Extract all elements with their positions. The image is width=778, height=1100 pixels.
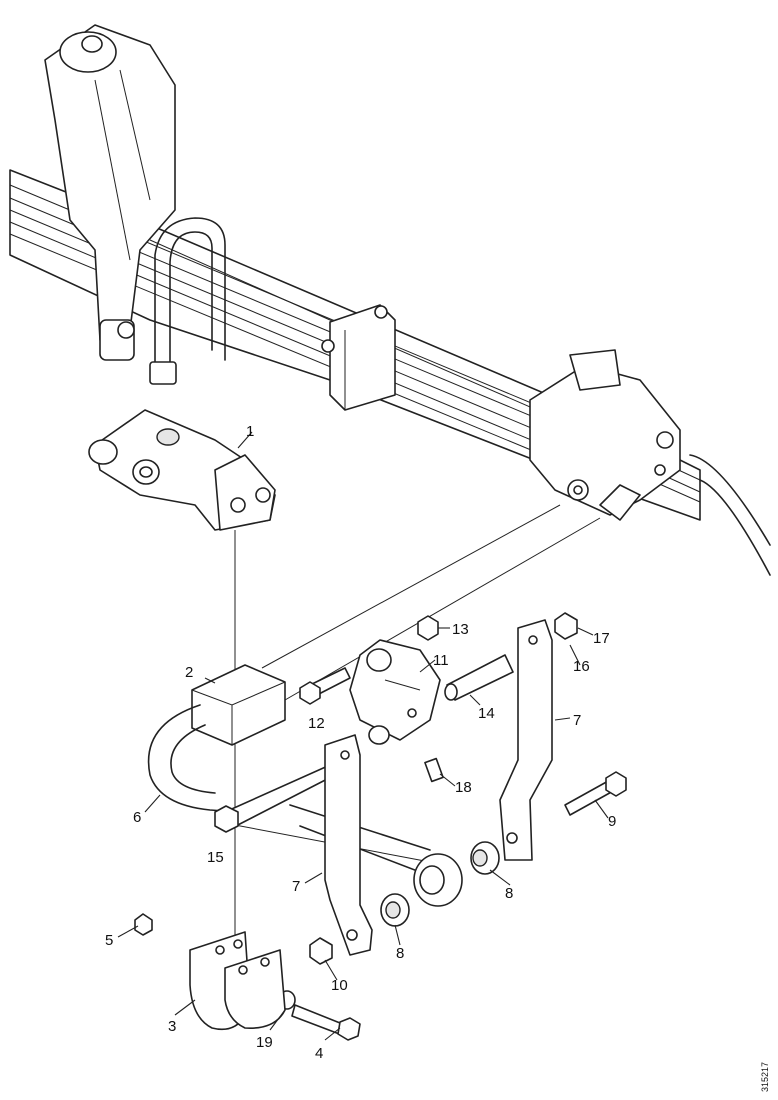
callout-18: 18 (455, 779, 472, 796)
callout-15: 15 (207, 849, 224, 866)
part-13-nut (417, 615, 439, 641)
callout-7-left: 7 (292, 878, 300, 895)
part-11-link-bracket (349, 639, 441, 745)
spring-hanger-bracket (529, 349, 771, 576)
part-17-nut (554, 612, 578, 640)
spring-clamp (321, 304, 396, 411)
callouts: 1 2 3 4 5 6 7 7 8 8 9 10 11 12 13 14 15 … (105, 423, 616, 1062)
callout-13: 13 (452, 621, 469, 638)
part-7-link-plate-left (324, 734, 373, 956)
part-4-bolt (291, 1004, 361, 1041)
stabilizer-bar-eye (413, 853, 463, 907)
part-3-clamp (189, 931, 286, 1030)
part-8-bushing-lower (380, 893, 410, 927)
part-8-bushing-right (470, 841, 500, 875)
callout-4: 4 (315, 1045, 323, 1062)
callout-3: 3 (168, 1018, 176, 1035)
part-12-bolt (299, 667, 351, 705)
callout-12: 12 (308, 715, 325, 732)
part-7-link-plate-right (499, 619, 553, 861)
callout-14: 14 (478, 705, 495, 722)
part-15-bolt (214, 764, 336, 833)
callout-8-right: 8 (505, 885, 513, 902)
part-10-nut (309, 937, 333, 965)
part-14-sleeve (444, 654, 514, 701)
callout-17: 17 (593, 630, 610, 647)
callout-19: 19 (256, 1034, 273, 1051)
callout-16: 16 (573, 658, 590, 675)
u-bolt (149, 217, 226, 385)
callout-7-right: 7 (573, 712, 581, 729)
callout-11: 11 (433, 652, 449, 669)
part-1-bracket (88, 409, 276, 531)
part-9-bolt (564, 771, 627, 816)
leader-lines (117, 431, 609, 1041)
part-18-screw (424, 757, 444, 783)
shock-absorber (44, 24, 176, 361)
part-5-nut (134, 913, 153, 936)
callout-9: 9 (608, 813, 616, 830)
callout-1: 1 (246, 423, 254, 440)
callout-2: 2 (185, 664, 193, 681)
part-2-bushing (191, 664, 286, 746)
callout-10: 10 (331, 977, 348, 994)
document-reference: 315217 (760, 1062, 770, 1092)
callout-5: 5 (105, 932, 113, 949)
callout-6: 6 (133, 809, 141, 826)
callout-8-lower: 8 (396, 945, 404, 962)
